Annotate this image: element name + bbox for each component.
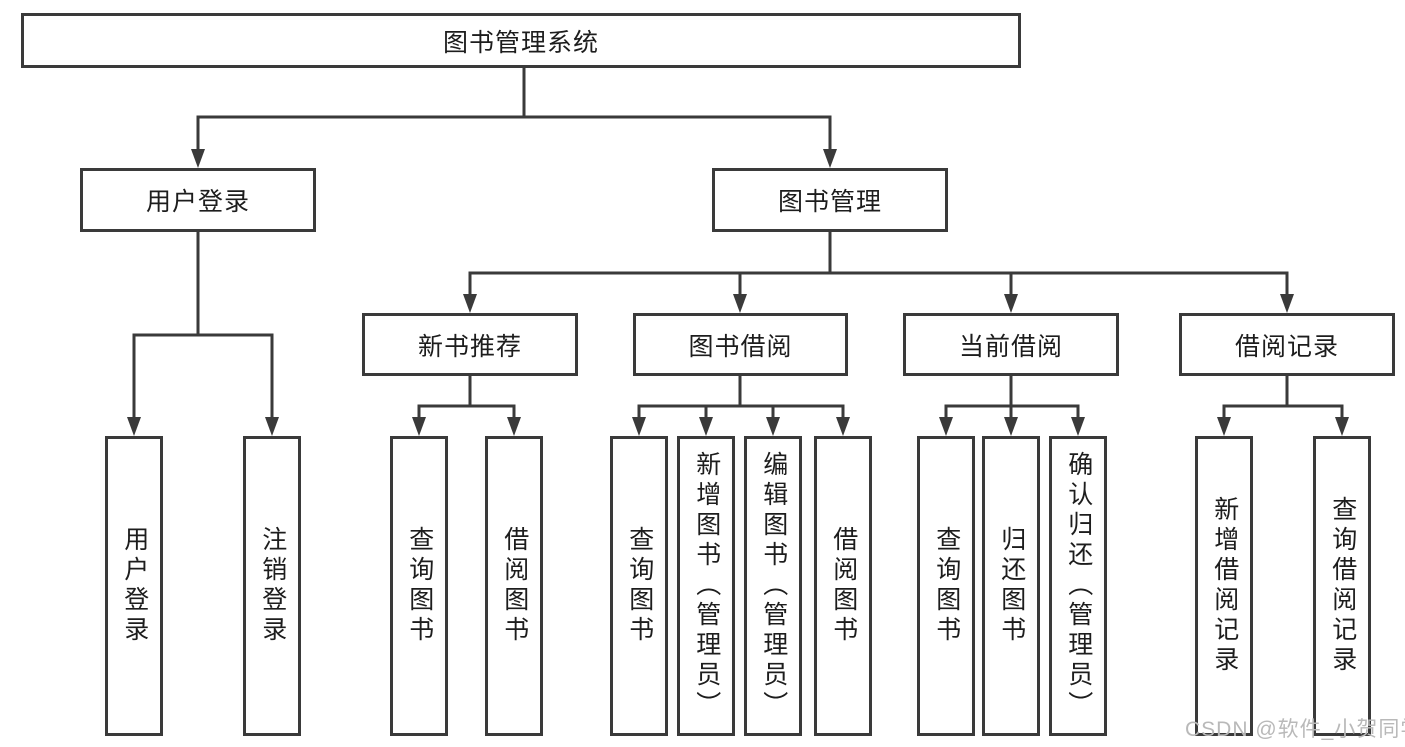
arrowhead: [463, 294, 477, 313]
leaf-query-borrow-record: 查询借阅记录: [1313, 436, 1371, 736]
node-borrowing-records-label: 借阅记录: [1234, 332, 1339, 361]
arrowhead: [733, 294, 747, 313]
leaf-borrow-books-recommend: 借阅图书: [485, 436, 543, 736]
watermark: CSDN @软件_小贺同学: [1185, 718, 1405, 741]
arrowhead: [1280, 294, 1294, 313]
leaf-add-borrow-record: 新增借阅记录: [1195, 436, 1253, 736]
leaf-confirm-return-admin: 确认归还（管理员）: [1049, 436, 1107, 736]
leaf-user-login: 用户登录: [105, 436, 163, 736]
book-borrow-split: [637, 376, 845, 418]
leaf-query-books-recommend-label: 查询图书: [405, 526, 434, 646]
arrowhead: [127, 417, 141, 436]
arrowhead: [1217, 417, 1231, 436]
leaf-confirm-return-admin-label: 确认归还（管理员）: [1064, 451, 1093, 721]
node-new-book-recommend: 新书推荐: [362, 313, 578, 376]
node-user-login-label: 用户登录: [145, 188, 250, 216]
node-current-borrowing-label: 当前借阅: [958, 332, 1063, 361]
arrowhead: [191, 149, 205, 168]
arrowheads: [127, 149, 1349, 436]
leaf-return-books-label: 归还图书: [997, 526, 1026, 646]
records-split: [1222, 376, 1344, 418]
leaf-borrow-books-recommend-label: 借阅图书: [500, 526, 529, 646]
leaf-query-books-current: 查询图书: [917, 436, 975, 736]
leaf-query-books-recommend: 查询图书: [390, 436, 448, 736]
leaf-query-books-borrowing: 查询图书: [610, 436, 668, 736]
node-new-book-recommend-label: 新书推荐: [417, 332, 522, 361]
arrowhead: [699, 417, 713, 436]
leaf-query-books-current-label: 查询图书: [932, 526, 961, 646]
leaf-borrow-books-label: 借阅图书: [829, 526, 858, 646]
arrowhead: [766, 417, 780, 436]
arrowhead: [1004, 294, 1018, 313]
arrowhead: [412, 417, 426, 436]
arrowhead: [823, 149, 837, 168]
node-book-management: 图书管理: [712, 168, 948, 232]
arrowhead: [1335, 417, 1349, 436]
node-borrowing-records: 借阅记录: [1179, 313, 1395, 376]
node-book-borrowing: 图书借阅: [633, 313, 848, 376]
arrowhead: [1071, 417, 1085, 436]
leaf-user-login-label: 用户登录: [120, 526, 149, 646]
leaf-edit-books-admin: 编辑图书（管理员）: [744, 436, 802, 736]
arrowhead: [507, 417, 521, 436]
leaf-add-books-admin: 新增图书（管理员）: [677, 436, 735, 736]
arrowhead: [1004, 417, 1018, 436]
leaf-add-books-admin-label: 新增图书（管理员）: [692, 451, 721, 721]
node-user-login: 用户登录: [80, 168, 316, 232]
node-root: 图书管理系统: [21, 13, 1021, 68]
leaf-logout: 注销登录: [243, 436, 301, 736]
arrowhead: [265, 417, 279, 436]
arrowhead: [939, 417, 953, 436]
node-book-management-label: 图书管理: [777, 188, 882, 216]
current-borrow-split: [944, 376, 1080, 418]
book-management-split: [468, 271, 1289, 295]
leaf-edit-books-admin-label: 编辑图书（管理员）: [759, 451, 788, 721]
leaf-logout-label: 注销登录: [258, 526, 287, 646]
new-book-split: [417, 376, 516, 418]
leaf-add-borrow-record-label: 新增借阅记录: [1210, 496, 1239, 676]
leaf-query-books-borrowing-label: 查询图书: [625, 526, 654, 646]
user-login-split: [132, 333, 274, 418]
node-root-label: 图书管理系统: [442, 28, 599, 57]
leaf-query-borrow-record-label: 查询借阅记录: [1328, 496, 1357, 676]
root-split: [196, 115, 832, 149]
arrowhead: [836, 417, 850, 436]
node-current-borrowing: 当前借阅: [903, 313, 1119, 376]
arrowhead: [632, 417, 646, 436]
leaf-return-books: 归还图书: [982, 436, 1040, 736]
leaf-borrow-books: 借阅图书: [814, 436, 872, 736]
node-book-borrowing-label: 图书借阅: [688, 332, 793, 361]
